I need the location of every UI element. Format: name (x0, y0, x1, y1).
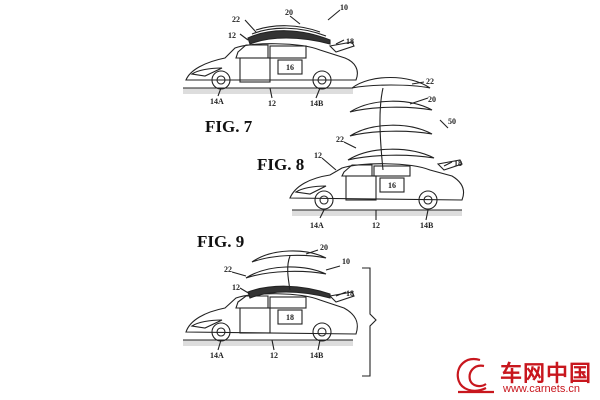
fig8-wing-2 (349, 100, 433, 113)
fig7-wheel-rear (312, 70, 332, 90)
fig7-ref-14b: 14B (310, 99, 324, 108)
fig8-door (345, 175, 377, 201)
fig9-body (185, 293, 358, 335)
fig9-ref-16: 18 (286, 313, 294, 322)
fig9-door (239, 307, 271, 334)
fig9-wheel-rear (312, 322, 332, 342)
fig7-ground (183, 88, 353, 94)
fig9-bracket (362, 267, 377, 377)
fig7-ref-16: 16 (286, 63, 294, 72)
fig9-car (183, 249, 377, 377)
fig7-ref-12b: 12 (268, 99, 276, 108)
fig8-wheel-rear (418, 190, 438, 210)
fig9-wing-2 (245, 266, 327, 279)
fig7-window-front (235, 44, 269, 59)
fig7-ref-18: 18 (346, 37, 354, 46)
fig8-panel-16 (379, 177, 405, 193)
fig7-panel-16 (277, 59, 303, 75)
fig9-panel (277, 309, 303, 325)
fig9-wing-1 (251, 250, 327, 263)
fig8-ref-14a: 14A (310, 221, 324, 230)
fig9-ref-10: 10 (342, 257, 350, 266)
fig7-car (183, 9, 358, 99)
fig7-ref-10: 10 (340, 3, 348, 12)
fig7-spoiler (328, 41, 355, 53)
fig9-ref-18: 18 (346, 289, 354, 298)
fig8-ref-22: 22 (426, 77, 434, 86)
fig8-ref-20: 20 (428, 95, 436, 104)
fig8-car (289, 76, 465, 221)
fig7-ref-12a: 12 (228, 31, 236, 40)
fig9-ref-12a: 12 (232, 283, 240, 292)
fig8-ref-14b: 14B (420, 221, 434, 230)
fig8-mast (379, 87, 384, 171)
fig8-caption: FIG. 8 (257, 155, 305, 174)
fig8-wheel-front (314, 190, 334, 210)
fig9-ref-12b: 12 (270, 351, 278, 360)
fig9-ref-22: 22 (224, 265, 232, 274)
fig8-ref-16: 16 (388, 181, 396, 190)
fig8-ground (292, 210, 462, 216)
fig8-wing-1 (351, 76, 431, 89)
fig9-ground (183, 340, 353, 346)
fig7-ref-14a: 14A (210, 97, 224, 106)
fig9-ref-20: 20 (320, 243, 328, 252)
fig9-spoiler (328, 291, 355, 303)
fig8-wing-4 (347, 148, 435, 161)
fig8-wing-3 (349, 124, 433, 137)
fig7-wing-stack (247, 30, 331, 45)
fig9-ref-14a: 14A (210, 351, 224, 360)
fig8-spoiler (436, 159, 463, 171)
fig7-headlight (190, 67, 223, 77)
watermark-url: www.carnets.cn (503, 383, 581, 395)
fig9-wing-stack (247, 285, 331, 299)
fig8-ref-12a: 12 (314, 151, 322, 160)
fig9-caption: FIG. 9 (197, 232, 245, 251)
watermark-logo-icon (456, 358, 494, 394)
fig8-ref-22b: 22 (336, 135, 344, 144)
fig8-body (289, 163, 465, 201)
watermark-brand: 车网中国 (500, 362, 593, 387)
fig7-window-rear (269, 45, 307, 59)
fig7-door (239, 57, 271, 83)
fig9-ref-14b: 14B (310, 351, 324, 360)
fig9-mast (287, 255, 291, 291)
fig8-ref-12b: 12 (372, 221, 380, 230)
fig7-ref-22: 22 (232, 15, 240, 24)
fig8-ref-18: 18 (454, 159, 462, 168)
fig7-caption: FIG. 7 (205, 117, 253, 136)
fig7-ref-20: 20 (285, 8, 293, 17)
fig7-body (185, 43, 358, 81)
fig8-ref-50: 50 (448, 117, 456, 126)
